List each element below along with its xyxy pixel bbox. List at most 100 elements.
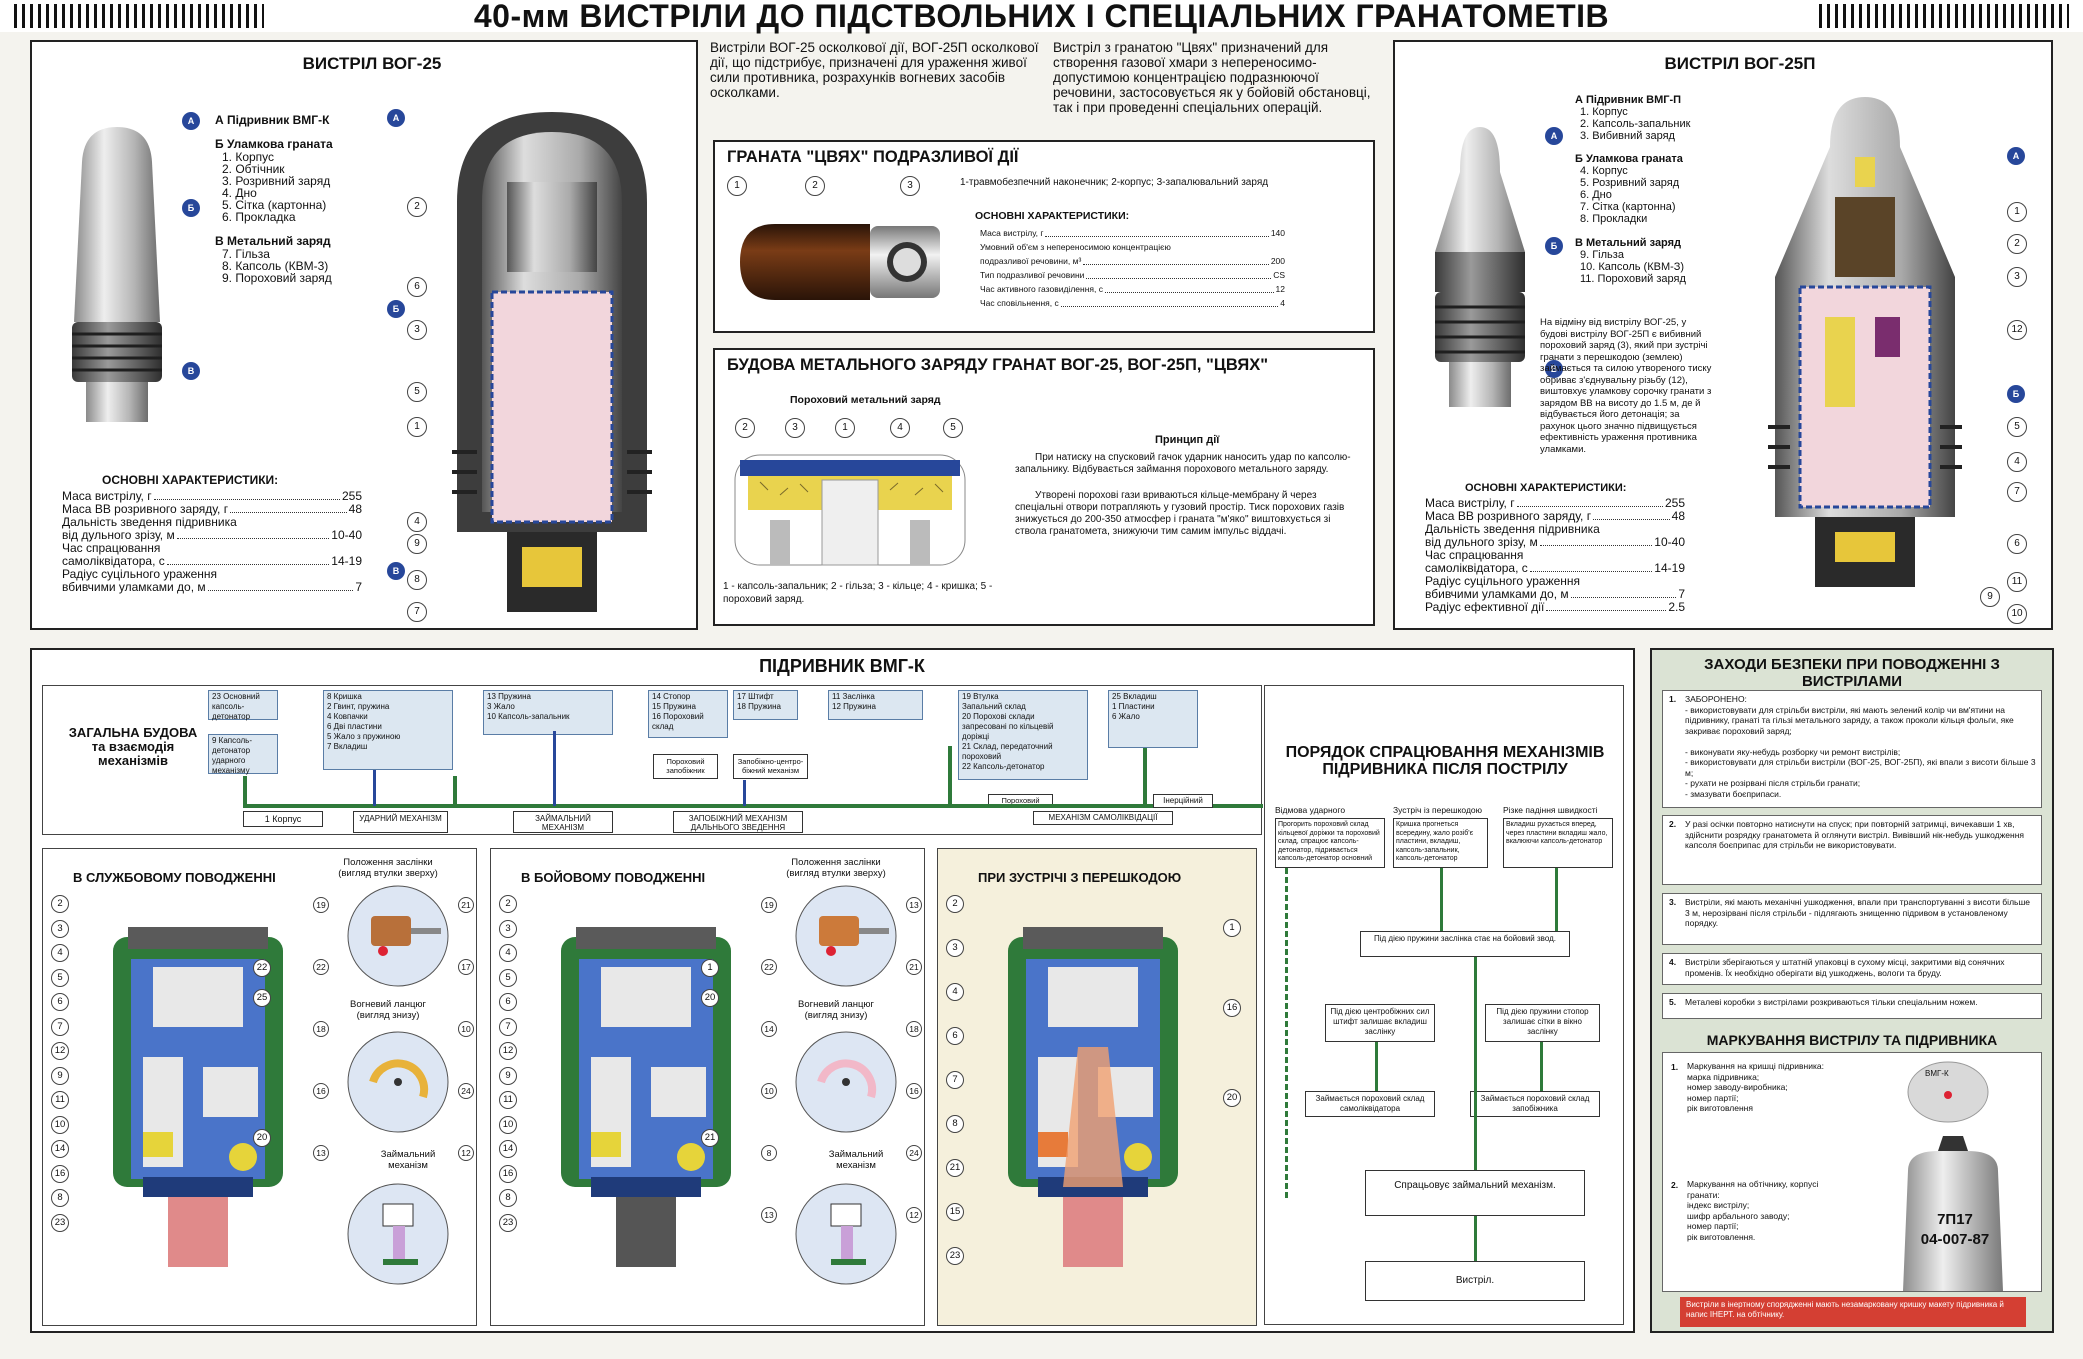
chars-value: 48 — [348, 502, 362, 516]
p-label-v: В — [1545, 360, 1563, 378]
p-cut-1: 1 — [2007, 202, 2027, 222]
fuse-cutaway-image — [561, 927, 731, 1267]
p-cut-5: 5 — [2007, 417, 2027, 437]
p-cut-9: 9 — [1980, 587, 2000, 607]
order-left-b: Займається пороховий склад самоліквідато… — [1305, 1091, 1435, 1117]
state-detail-callout: 10 — [761, 1083, 777, 1099]
mark1-text: Маркування на кришці підривника: марка п… — [1687, 1061, 1824, 1113]
state-callout-left: 12 — [499, 1042, 517, 1060]
chars-value: 255 — [341, 489, 362, 503]
state-title: В СЛУЖБОВОМУ ПОВОДЖЕННІ — [73, 870, 276, 885]
state-detail-callout: 17 — [458, 959, 474, 975]
fuse-box-11: 11 Заслінка 12 Пружина — [828, 690, 923, 720]
vog25-part-v-9: 9. Пороховий заряд — [222, 271, 332, 285]
vog25-part-b-4: 4. Дно — [222, 186, 257, 200]
chars-dots — [1045, 226, 1269, 237]
safety-panel: ЗАХОДИ БЕЗПЕКИ ПРИ ПОВОДЖЕННІ З ВИСТРІЛА… — [1650, 648, 2054, 1333]
vog25-part-a: А Підривник ВМГ-К — [215, 113, 330, 127]
state-callout-left: 12 — [51, 1042, 69, 1060]
vog25p-part-v-9: 9. Гільза — [1580, 249, 1624, 261]
general-structure-block: ЗАГАЛЬНА БУДОВА та взаємодія механізмів … — [42, 685, 1263, 835]
chars-label: Тип подразливої речовини — [980, 270, 1085, 280]
decorative-stripe-left — [14, 4, 264, 28]
state-callout-left: 6 — [946, 1027, 964, 1045]
chars-label: Радіус суцільного ураження — [62, 567, 218, 581]
chars-value: 7 — [355, 580, 362, 594]
state-detail-callout: 16 — [313, 1083, 329, 1099]
decorative-stripe-right — [1819, 4, 2069, 28]
chars-label: вбивчими уламками до, м — [62, 580, 206, 594]
link-v2 — [453, 776, 457, 806]
vog25p-part-b: Б Уламкова граната — [1575, 153, 1683, 165]
p-cut-label-b: Б — [2007, 385, 2025, 403]
vog25-part-b-2: 2. Обтічник — [222, 162, 285, 176]
state-callout-left: 21 — [946, 1159, 964, 1177]
state-detail-callout: 18 — [313, 1021, 329, 1037]
state-callout-left: 8 — [946, 1115, 964, 1133]
state-callout-left: 6 — [499, 993, 517, 1011]
state-detail-callout: 14 — [761, 1021, 777, 1037]
chars-label: Умовний об'єм з непереносимою концентрац… — [980, 242, 1171, 252]
chars-dots — [1539, 536, 1653, 546]
blue-link-3 — [743, 780, 746, 806]
state-title: В БОЙОВОМУ ПОВОДЖЕННІ — [521, 870, 706, 885]
chars-label: Час спрацювання — [62, 541, 161, 555]
state-callout-left: 7 — [51, 1017, 69, 1036]
chars-dots — [1060, 296, 1279, 307]
page-title: 40-мм ВИСТРІЛИ ДО ПІДСТВОЛЬНИХ І СПЕЦІАЛ… — [473, 0, 1610, 34]
fuse-box-14: 14 Стопор 15 Пружина 16 Пороховий склад — [648, 690, 728, 738]
vog25-chars-title: ОСНОВНІ ХАРАКТЕРИСТИКИ: — [102, 473, 279, 487]
order-link-6 — [1555, 868, 1558, 931]
vog25p-part-v-10: 10. Капсоль (КВМ-З) — [1580, 261, 1685, 273]
safety-item: 4.Вистріли зберігаються у штатній упаков… — [1662, 953, 2042, 985]
vog25-panel: ВИСТРІЛ ВОГ-25 А Б В А Підривник ВМГ-К Б… — [30, 40, 698, 630]
cut-num-3: 3 — [407, 320, 427, 340]
fuse-title: ПІДРИВНИК ВМГ-К — [759, 656, 925, 676]
state-detail-image — [795, 1183, 897, 1285]
chars-label: Маса вистрілу, г — [62, 489, 152, 503]
order-dashed-link — [1285, 868, 1288, 1198]
chars-value: 200 — [1270, 256, 1285, 266]
state-callout-left: 23 — [946, 1247, 964, 1265]
state-detail-callout: 13 — [313, 1145, 329, 1161]
vog25-cutaway-image — [452, 112, 652, 612]
chars-row: Радіус суцільного ураження — [62, 568, 362, 581]
metal-callout-1: 1 — [835, 418, 855, 438]
chars-label: Час активного газовиділення, с — [980, 284, 1103, 294]
tsvyakh-callout-2: 2 — [805, 176, 825, 196]
fuse-bottom-body: 1 Корпус — [243, 811, 323, 827]
chars-dots — [1083, 254, 1269, 265]
state-detail-callout: 12 — [906, 1207, 922, 1223]
fuse-box-23: 23 Основний капсоль- детонатор — [208, 690, 278, 721]
chars-value: 14-19 — [1654, 561, 1685, 575]
state-callout-left: 7 — [499, 1017, 517, 1036]
state-detail-callout: 21 — [458, 897, 474, 913]
order-title: ПОРЯДОК СПРАЦЮВАННЯ МЕХАНІЗМІВ ПІДРИВНИК… — [1285, 744, 1605, 778]
mark1-num: 1. — [1671, 1062, 1679, 1072]
state-callout-left: 11 — [499, 1091, 517, 1109]
fuse-section: ПІДРИВНИК ВМГ-К ЗАГАЛЬНА БУДОВА та взаєм… — [30, 648, 1635, 1333]
order-link-1 — [1474, 1216, 1477, 1261]
fuse-mark-text: ВМГ-К — [1925, 1069, 1949, 1078]
chars-value: 10-40 — [1654, 535, 1685, 549]
state-detail-image — [347, 885, 449, 987]
state-callout-right: 16 — [1223, 999, 1241, 1017]
chars-value: 7 — [1678, 587, 1685, 601]
metal-charge-image — [734, 454, 966, 566]
vog25-title: ВИСТРІЛ ВОГ-25 — [302, 54, 442, 73]
chars-dots — [219, 568, 360, 578]
chars-label: подразливої речовини, м³ — [980, 256, 1082, 266]
vog25-part-b: Б Уламкова граната — [215, 137, 333, 151]
chars-label: від дульного зрізу, м — [62, 528, 175, 542]
state-callout-left: 2 — [499, 895, 517, 913]
chars-dots — [1570, 588, 1677, 598]
state-callout-right: 1 — [1223, 919, 1241, 937]
principle-title: Принцип дії — [1155, 434, 1220, 446]
safety-item-text: ЗАБОРОНЕНО: - використовувати для стріль… — [1685, 694, 2036, 799]
chars-label: від дульного зрізу, м — [1425, 535, 1538, 549]
p-cut-12: 12 — [2007, 320, 2027, 340]
